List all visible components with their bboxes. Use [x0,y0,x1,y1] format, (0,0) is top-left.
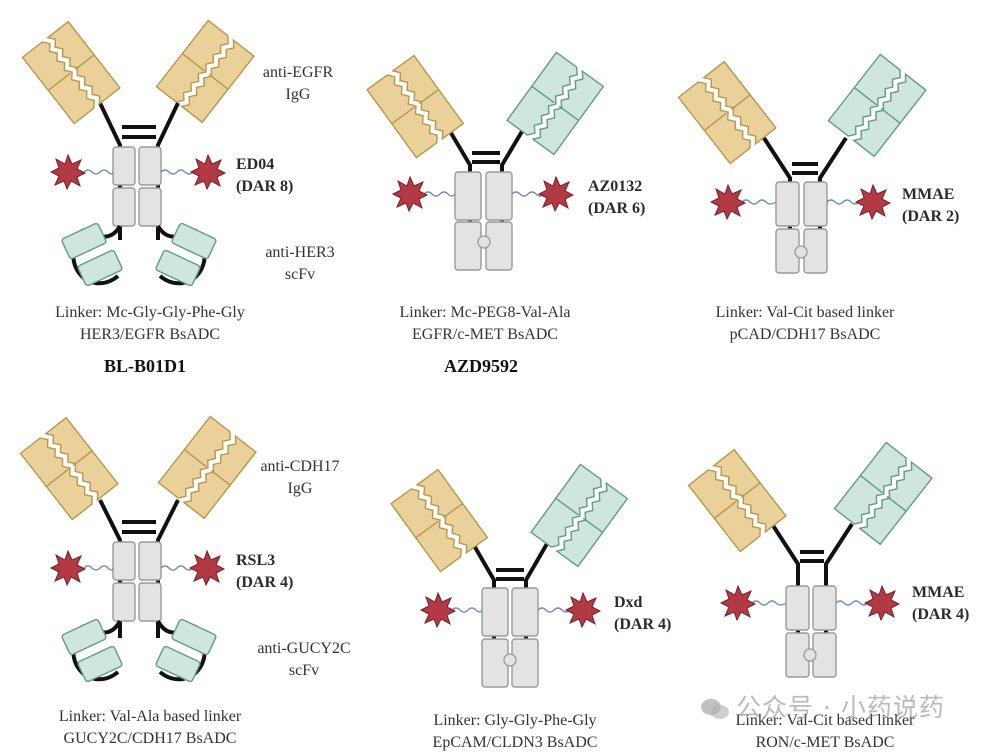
payload-label-2: AZ0132(DAR 6) [588,178,646,217]
payload-label-3: MMAE(DAR 2) [902,186,960,225]
construct-ron-cmet [687,441,933,678]
construct-name-1: BL-B01D1 [103,356,186,376]
wechat-icon [701,699,729,719]
payload-label-4: RSL3(DAR 4) [236,552,294,591]
construct-name-2: AZD9592 [443,356,518,376]
watermark: 公众号 · 小药说药 [700,688,945,724]
construct-epcam-cldn3 [390,463,629,688]
construct-azd9592 [366,51,605,271]
construct-bl-b01d1 [21,19,255,288]
construct-pcad-cdh17 [677,53,927,274]
watermark-text: 公众号 · 小药说药 [736,693,945,722]
construct-gucy2c-cdh17 [19,415,257,684]
payload-label-5: Dxd(DAR 4) [614,594,672,633]
payload-label-1: ED04(DAR 8) [236,156,294,195]
payload-label-6: MMAE(DAR 4) [912,584,970,623]
